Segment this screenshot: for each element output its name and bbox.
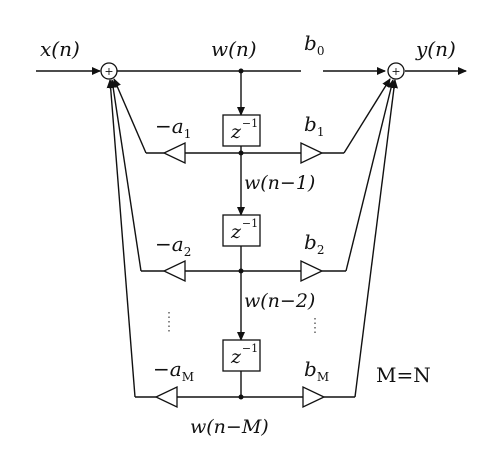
svg-text:+: +	[104, 65, 113, 78]
amp-bM	[302, 385, 326, 409]
wM-label: w(n−M)	[190, 416, 269, 438]
feedback-aM	[106, 79, 136, 398]
a1-label: −a1	[155, 114, 191, 141]
b1-label: b1	[304, 112, 324, 139]
delay-box-1: z −1	[222, 114, 261, 147]
b2-label: b2	[304, 230, 324, 257]
svg-text:−1: −1	[242, 217, 258, 230]
svg-text:−1: −1	[242, 342, 258, 355]
b0-label: b0	[304, 31, 324, 58]
input-summing-junction: +	[100, 62, 118, 80]
forward-b1	[343, 78, 391, 154]
svg-text:z: z	[230, 121, 242, 143]
svg-text:z: z	[230, 221, 242, 243]
forward-bM	[354, 79, 398, 398]
delay-box-M: z −1	[222, 339, 261, 372]
amp-a2	[162, 259, 186, 283]
amp-aM	[154, 385, 178, 409]
forward-b2	[345, 79, 395, 272]
svg-text:z: z	[230, 346, 242, 368]
output-summing-junction: +	[387, 62, 405, 80]
input-label: x(n)	[40, 37, 80, 61]
amp-b1	[300, 141, 324, 165]
w0-label: w(n)	[211, 37, 257, 61]
svg-text:−1: −1	[242, 117, 258, 130]
svg-text:+: +	[391, 65, 400, 78]
amp-a1	[162, 141, 186, 165]
w1-label: w(n−1)	[244, 172, 315, 194]
feedback-a2	[109, 79, 142, 272]
w2-label: w(n−2)	[244, 290, 315, 312]
amp-b2	[300, 259, 324, 283]
delay-box-2: z −1	[222, 214, 261, 247]
output-label: y(n)	[415, 37, 456, 61]
feedback-a1	[113, 78, 147, 154]
a2-label: −a2	[155, 232, 191, 259]
aM-label: −aM	[153, 357, 194, 384]
bM-label: bM	[304, 357, 329, 384]
order-note: M=N	[376, 363, 431, 387]
